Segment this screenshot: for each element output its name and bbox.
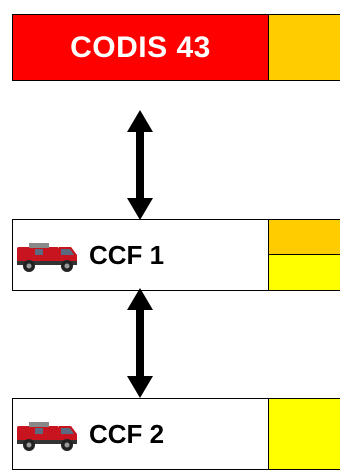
bidirectional-arrow-icon (127, 288, 153, 398)
fire-truck-icon (17, 243, 77, 272)
ccf-2-node: CCF 2 (12, 398, 269, 470)
ccf-1-status-cell-top (268, 219, 340, 255)
fire-truck-icon (17, 422, 77, 451)
ccf-2-status-cell (268, 398, 340, 470)
ccf-1-label: CCF 1 (89, 239, 165, 270)
ccf-2-label: CCF 2 (89, 418, 165, 449)
codis-node: CODIS 43 (12, 14, 269, 81)
bidirectional-arrow-icon (127, 110, 153, 220)
codis-label: CODIS 43 (70, 30, 211, 64)
codis-status-cell (268, 14, 340, 81)
ccf-1-node: CCF 1 (12, 219, 269, 291)
ccf-1-status-cell-bottom (268, 254, 340, 291)
